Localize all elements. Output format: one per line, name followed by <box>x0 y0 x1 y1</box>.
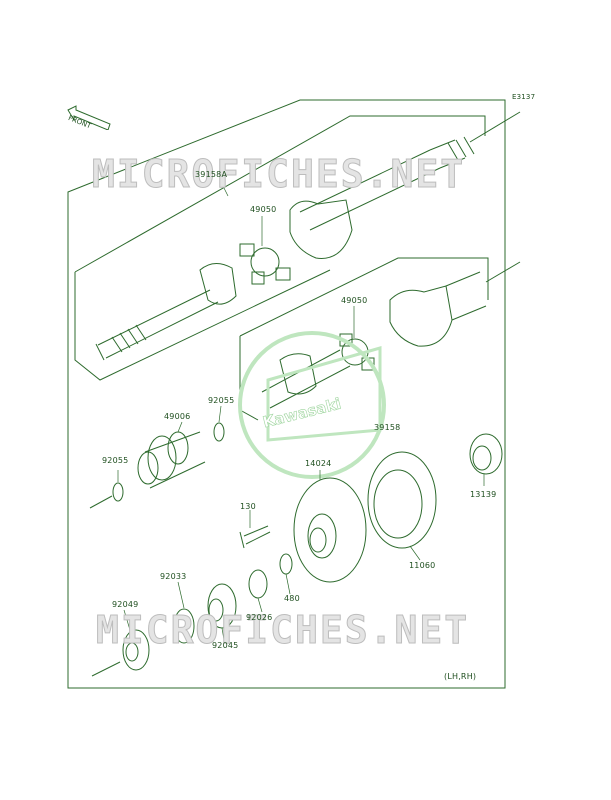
variant-note: (LH,RH) <box>444 672 477 681</box>
watermark-bottom: MICROFICHES.NET <box>95 608 470 653</box>
diagram-code: E3137 <box>512 93 536 101</box>
boot-49006 <box>137 431 206 489</box>
shaft-box-upper <box>74 115 486 381</box>
part-label-130: 130 <box>240 502 256 511</box>
part-label-92033: 92033 <box>160 572 187 581</box>
part-label-92045: 92045 <box>212 641 239 650</box>
spider-top <box>239 243 291 285</box>
part-label-39158a: 39158A <box>195 170 228 179</box>
part-label-13139: 13139 <box>470 490 497 499</box>
part-label-92055-right: 92055 <box>208 396 235 405</box>
hub-14024 <box>293 477 367 583</box>
part-label-480: 480 <box>284 594 300 603</box>
kawasaki-logo-circle <box>238 331 386 479</box>
circlip-92055-right <box>213 422 225 442</box>
washer-92026 <box>248 569 268 599</box>
circlip-92055-left <box>112 482 124 502</box>
seal-92049 <box>122 629 150 671</box>
part-label-49006: 49006 <box>164 412 191 421</box>
snap-ring-92033 <box>173 608 195 644</box>
part-label-49050-top: 49050 <box>250 205 277 214</box>
bolt-130 <box>239 525 271 549</box>
front-arrow-icon <box>67 105 111 130</box>
part-label-39158: 39158 <box>374 423 401 432</box>
part-label-92055-left: 92055 <box>102 456 129 465</box>
shaft-39158a <box>95 111 521 361</box>
part-label-92049: 92049 <box>112 600 139 609</box>
shaft-39158 <box>261 261 521 409</box>
coupling-13139 <box>469 433 503 475</box>
ring-480 <box>279 553 293 575</box>
part-label-92026: 92026 <box>246 613 273 622</box>
gasket-11060 <box>367 451 437 549</box>
watermark-top: MICROFICHES.NET <box>91 152 466 197</box>
assembly-frame <box>67 99 506 689</box>
shaft-box-lower <box>239 257 489 421</box>
part-label-49050-mid: 49050 <box>341 296 368 305</box>
part-label-14024: 14024 <box>305 459 332 468</box>
part-label-11060: 11060 <box>409 561 436 570</box>
